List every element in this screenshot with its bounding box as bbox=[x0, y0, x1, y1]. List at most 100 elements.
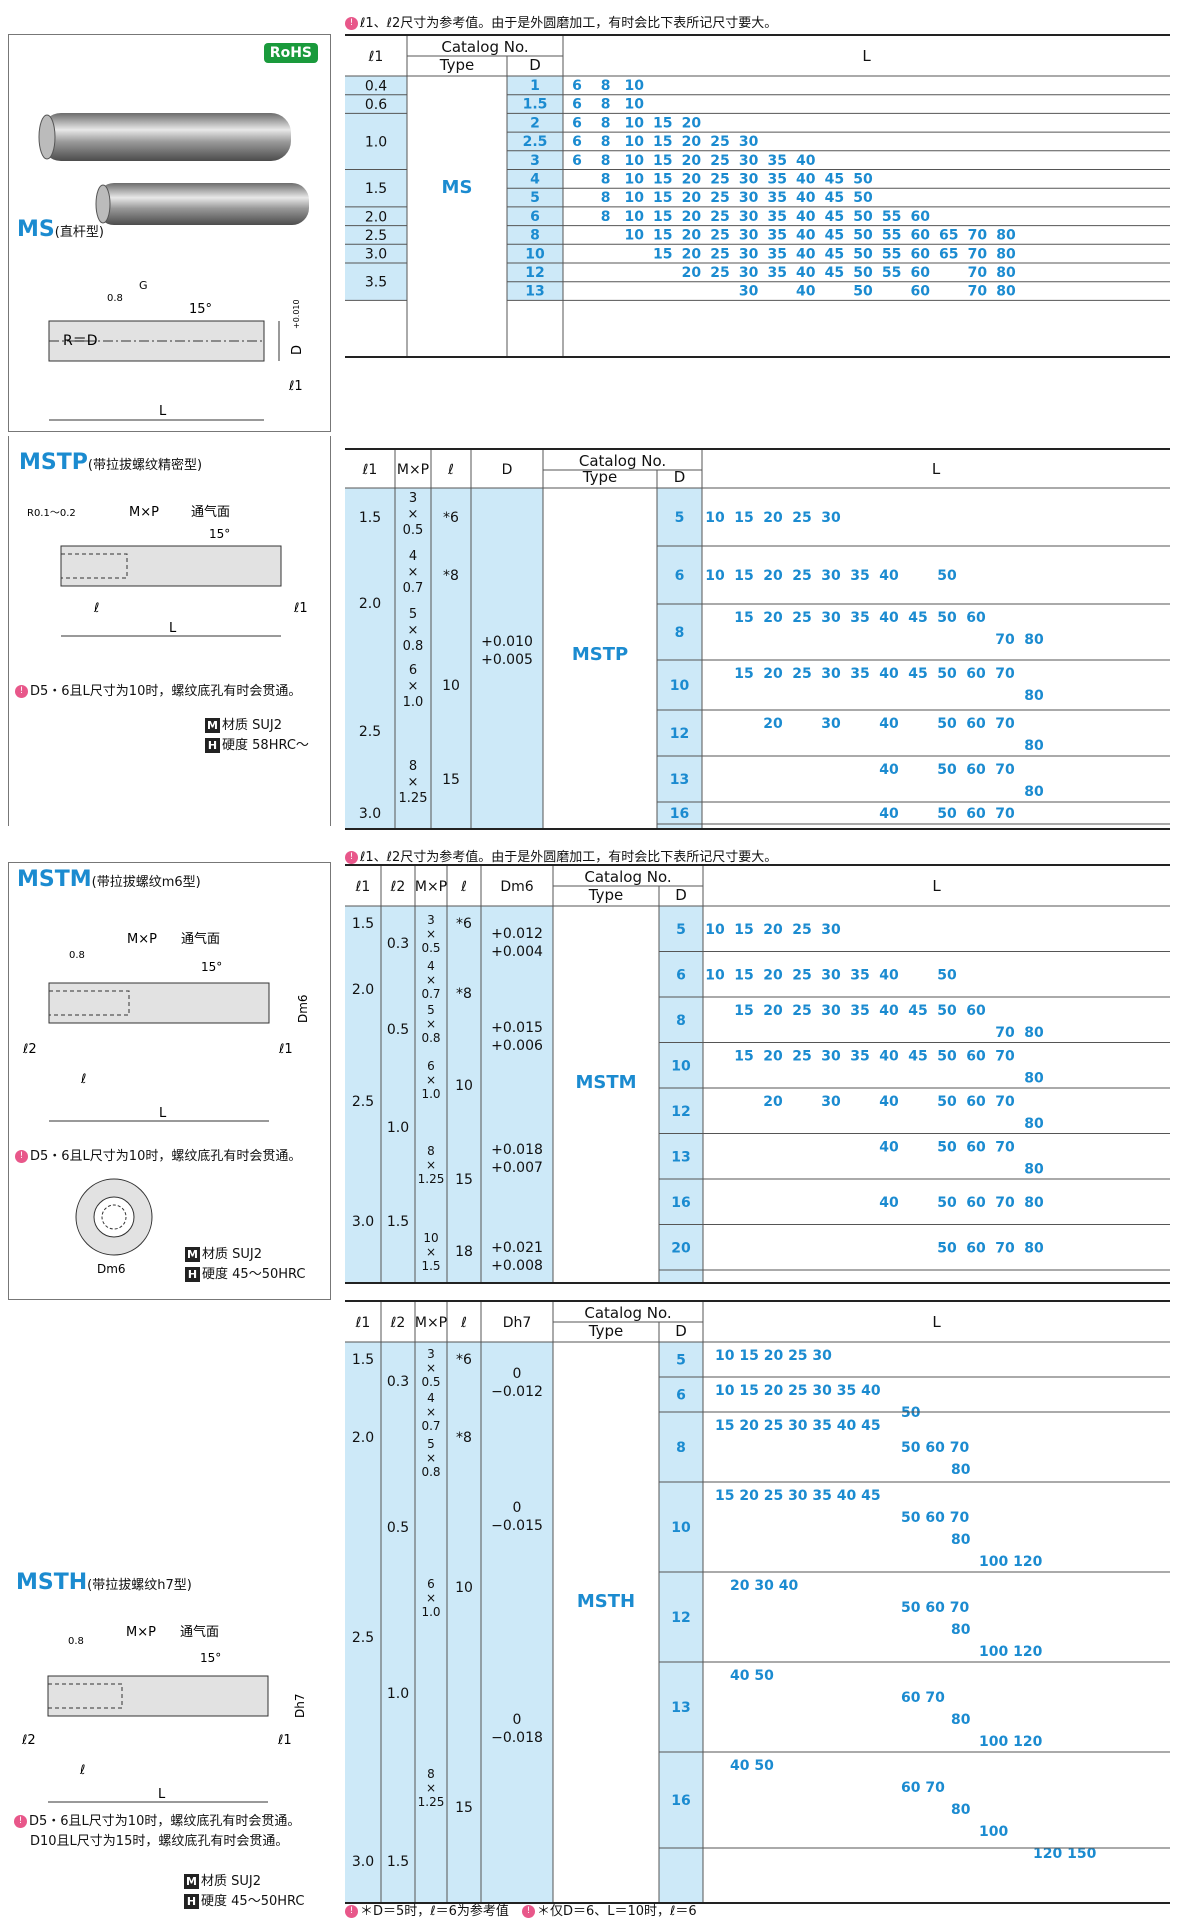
l1-header: ℓ1 bbox=[368, 49, 384, 65]
l-value: 35 bbox=[850, 1049, 869, 1065]
l-value: 15 20 25 30 35 40 45 bbox=[715, 1488, 881, 1504]
vent-label: 通气面 bbox=[191, 504, 230, 520]
mp-value: × bbox=[426, 1591, 436, 1605]
l-value: 20 bbox=[682, 265, 702, 281]
l-value: 40 bbox=[879, 666, 899, 682]
l-value: 15 bbox=[734, 922, 753, 938]
tolerance-bottom: +0.008 bbox=[491, 1258, 543, 1274]
l-value: 70 bbox=[968, 246, 988, 262]
catalog-no-header: Catalog No. bbox=[441, 38, 528, 56]
l2-value: 1.0 bbox=[387, 1120, 409, 1136]
l-value: 50 bbox=[853, 209, 873, 225]
l-value: 65 bbox=[939, 228, 958, 244]
d-value: 8 bbox=[676, 1013, 686, 1029]
d-value: 12 bbox=[671, 1104, 690, 1120]
l-value: 50 bbox=[853, 172, 873, 188]
mp-value: 6 bbox=[427, 1059, 435, 1073]
mstp-drawing: R0.1～0.2 M×P 通气面 15° L ℓ ℓ1 bbox=[27, 504, 308, 637]
mstm-end-view: Dm6 bbox=[75, 1178, 153, 1276]
dm6-end-label: Dm6 bbox=[97, 1262, 126, 1276]
hardness-icon: H bbox=[205, 738, 220, 753]
l-value: 50 bbox=[853, 246, 873, 262]
mp-value: 1.25 bbox=[418, 1795, 445, 1809]
l-value: 30 bbox=[821, 666, 841, 682]
caution-icon: ! bbox=[345, 1905, 358, 1918]
l2-value: 0.3 bbox=[387, 936, 409, 952]
tolerance-top: 0 bbox=[513, 1366, 522, 1382]
d-value: 8 bbox=[676, 1440, 686, 1456]
l2-value: 1.5 bbox=[387, 1214, 409, 1230]
d-value: 6 bbox=[530, 209, 540, 225]
ell-dim-label: ℓ bbox=[79, 1763, 85, 1778]
l-value: 100 120 bbox=[979, 1644, 1043, 1660]
l-value: 40 bbox=[879, 1003, 899, 1019]
mstp-title: MSTP(带拉拔螺纹精密型) bbox=[19, 450, 203, 475]
l-value: 8 bbox=[601, 190, 611, 206]
mp-value: × bbox=[426, 1781, 436, 1795]
l-value: 15 bbox=[653, 134, 672, 150]
l-value: 70 bbox=[968, 265, 988, 281]
mp-value: × bbox=[426, 973, 436, 987]
l-header: L bbox=[932, 877, 941, 895]
l-value: 60 bbox=[966, 1195, 986, 1211]
ell-header: ℓ bbox=[447, 462, 454, 478]
ms-drawing: R＝D 0.8 G 15° D +0.010 L ℓ1 bbox=[48, 279, 305, 421]
mp-value: × bbox=[426, 1361, 436, 1375]
vent-label: 通气面 bbox=[181, 931, 220, 947]
l1-value: 3.0 bbox=[352, 1854, 374, 1870]
l-value: 40 bbox=[879, 1049, 899, 1065]
mp-value: 5 bbox=[427, 1003, 435, 1017]
l-value: 50 bbox=[937, 1240, 957, 1256]
l-value: 50 bbox=[937, 1140, 957, 1156]
tolerance-top: +0.015 bbox=[491, 1020, 543, 1036]
l-value: 70 bbox=[995, 1195, 1015, 1211]
dm6-header: Dm6 bbox=[500, 879, 533, 895]
l-value: 25 bbox=[792, 1049, 811, 1065]
l-value: 80 bbox=[1024, 738, 1044, 754]
l-value: 80 bbox=[996, 246, 1016, 262]
l-value: 30 bbox=[739, 190, 759, 206]
mp-value: × bbox=[408, 679, 419, 694]
type-header: Type bbox=[588, 1322, 623, 1340]
l-value: 70 bbox=[995, 1240, 1015, 1256]
tolerance-bottom: −0.015 bbox=[491, 1518, 543, 1534]
l1-dim-label: ℓ1 bbox=[278, 1042, 293, 1057]
l-value: 80 bbox=[996, 284, 1016, 300]
l-value: 40 bbox=[879, 568, 899, 584]
mp-value: 0.7 bbox=[421, 987, 440, 1001]
l-value: 60 70 bbox=[901, 1690, 945, 1706]
l-value: 30 bbox=[821, 568, 841, 584]
ell-header: ℓ bbox=[460, 879, 467, 895]
l-value: 8 bbox=[601, 209, 611, 225]
l-value: 50 bbox=[937, 806, 957, 822]
l-value: 50 bbox=[937, 568, 957, 584]
l-header: L bbox=[932, 460, 941, 478]
l-value: 50 bbox=[937, 762, 957, 778]
l-value: 100 120 bbox=[979, 1734, 1043, 1750]
l-value: 60 bbox=[966, 666, 986, 682]
l1-value: 2.5 bbox=[352, 1630, 374, 1646]
l1-dim-label: ℓ1 bbox=[277, 1733, 292, 1748]
l1-value: 1.0 bbox=[365, 134, 387, 150]
tolerance-top: 0 bbox=[513, 1712, 522, 1728]
l-value: 20 bbox=[682, 190, 702, 206]
l-value: 20 bbox=[763, 1094, 783, 1110]
mp-value: × bbox=[426, 1073, 436, 1087]
msth-panel: MSTH(带拉拔螺纹h7型) 0.8 M×P 通气面 15° Dh7 L ℓ ℓ… bbox=[8, 1570, 331, 1910]
l-value: 8 bbox=[601, 115, 611, 131]
l1-value: 3.0 bbox=[359, 806, 381, 822]
d-value: 12 bbox=[525, 265, 544, 281]
caution-icon: ! bbox=[15, 685, 28, 698]
l-value: 25 bbox=[792, 967, 811, 983]
type-header: Type bbox=[588, 886, 623, 904]
l1-value: 3.5 bbox=[365, 275, 387, 291]
l-value: 80 bbox=[1024, 1071, 1044, 1087]
tolerance-top: 0 bbox=[513, 1500, 522, 1516]
l-value: 60 bbox=[966, 1140, 986, 1156]
l1-value: 1.5 bbox=[365, 181, 387, 197]
l-value: 20 bbox=[763, 922, 783, 938]
l-value: 55 bbox=[882, 228, 901, 244]
mp-value: × bbox=[426, 1017, 436, 1031]
